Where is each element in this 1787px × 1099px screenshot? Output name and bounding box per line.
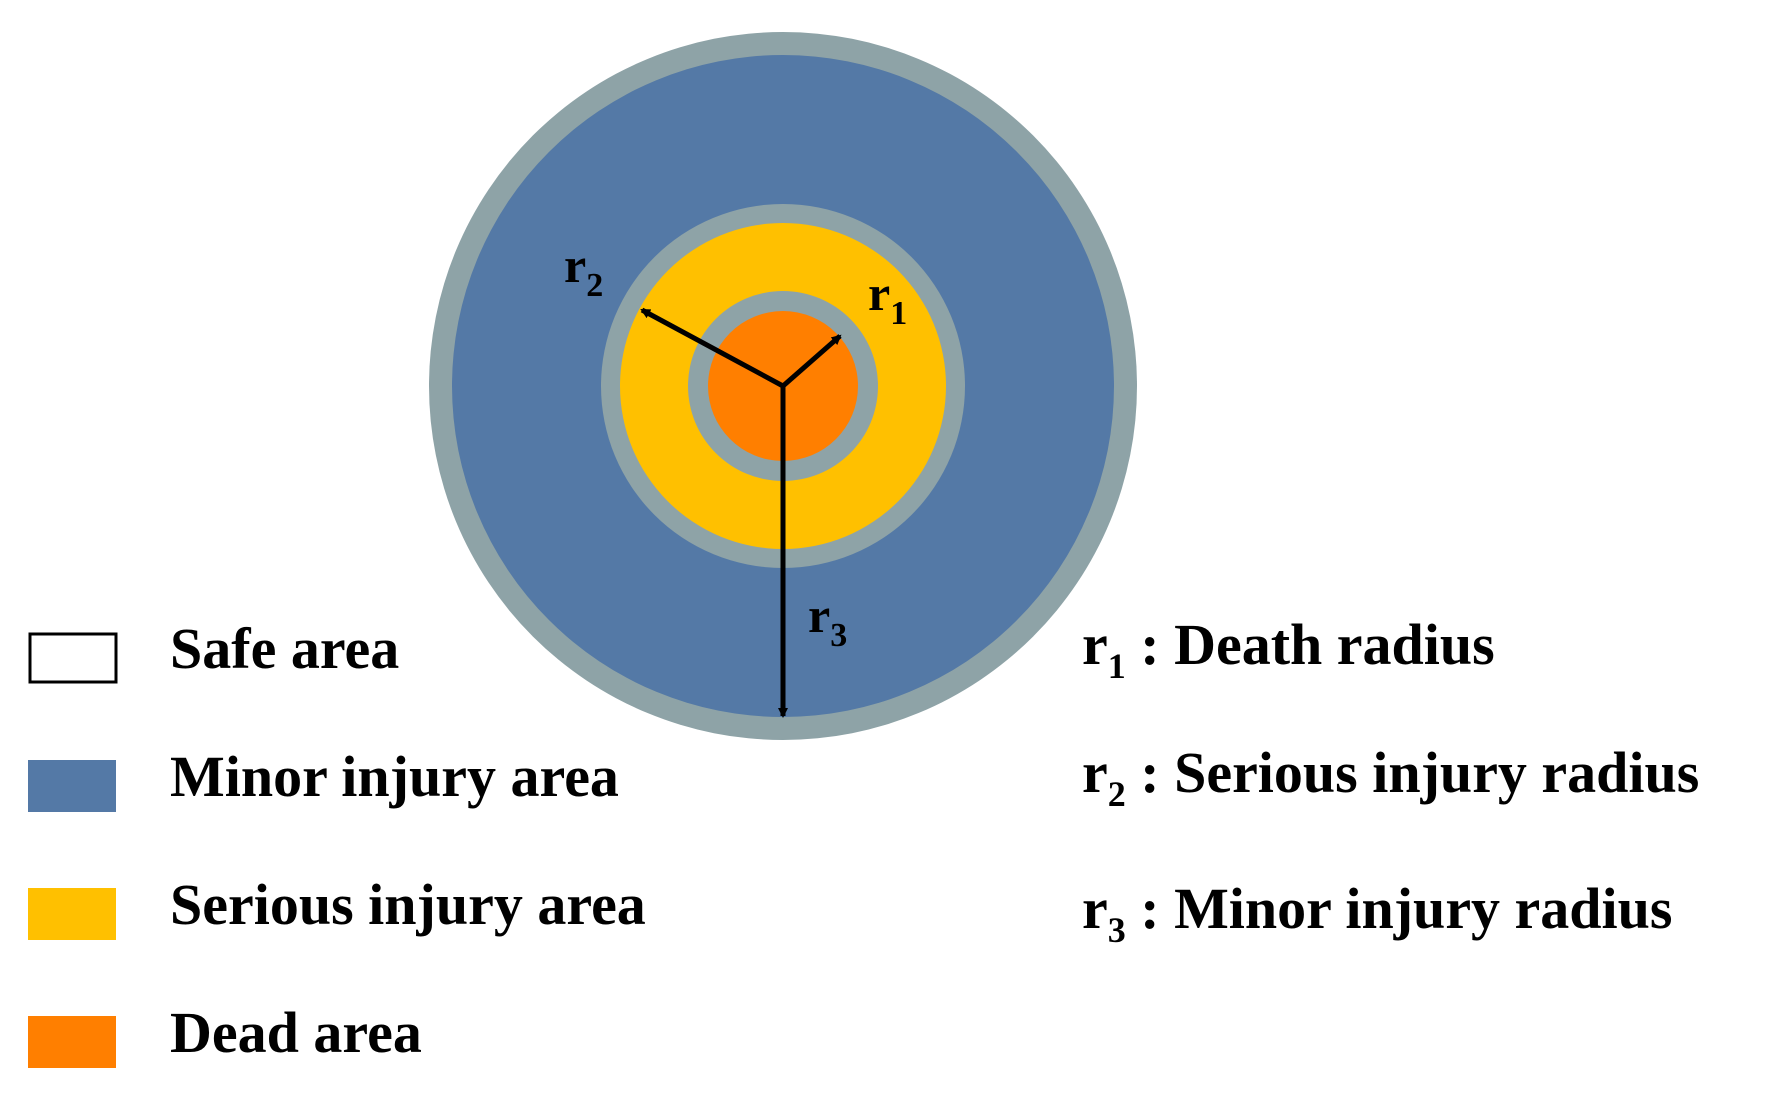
definition-r3: r3 : Minor injury radius <box>1082 876 1673 950</box>
definition-r1-sub: 1 <box>1108 646 1126 686</box>
definition-r2-text: : Serious injury radius <box>1126 740 1700 805</box>
legend-swatch-dead <box>28 1016 116 1068</box>
radius-definitions: r1 : Death radius r2 : Serious injury ra… <box>1082 612 1699 950</box>
r1-arrow <box>781 334 842 388</box>
r1-label: r1 <box>868 265 907 332</box>
legend-swatch-serious <box>28 888 116 940</box>
definition-r1-base: r <box>1082 612 1108 677</box>
definition-r3-text: : Minor injury radius <box>1126 876 1673 941</box>
r2-label-sub: 2 <box>586 267 603 304</box>
definition-r3-sub: 3 <box>1108 910 1126 950</box>
r1-label-base: r <box>868 265 890 321</box>
definition-r2: r2 : Serious injury radius <box>1082 740 1699 814</box>
legend-label-minor: Minor injury area <box>170 744 619 809</box>
legend: Safe area Minor injury area Serious inju… <box>28 616 646 1068</box>
r3-label-sub: 3 <box>830 617 847 654</box>
r3-label-base: r <box>808 587 830 643</box>
definition-r3-base: r <box>1082 876 1108 941</box>
r2-label: r2 <box>564 237 603 304</box>
r2-label-base: r <box>564 237 586 293</box>
radius-arrows <box>640 307 842 718</box>
definition-r2-sub: 2 <box>1108 774 1126 814</box>
r1-label-sub: 1 <box>890 295 907 332</box>
legend-label-safe: Safe area <box>170 616 399 681</box>
r3-label: r3 <box>808 587 847 654</box>
r2-arrow <box>640 307 785 389</box>
legend-label-serious: Serious injury area <box>170 872 646 937</box>
legend-label-dead: Dead area <box>170 1000 422 1065</box>
definition-r1-text: : Death radius <box>1126 612 1495 677</box>
legend-swatch-minor <box>28 760 116 812</box>
definition-r2-base: r <box>1082 740 1108 805</box>
definition-r1: r1 : Death radius <box>1082 612 1495 686</box>
legend-swatch-safe <box>28 632 118 684</box>
